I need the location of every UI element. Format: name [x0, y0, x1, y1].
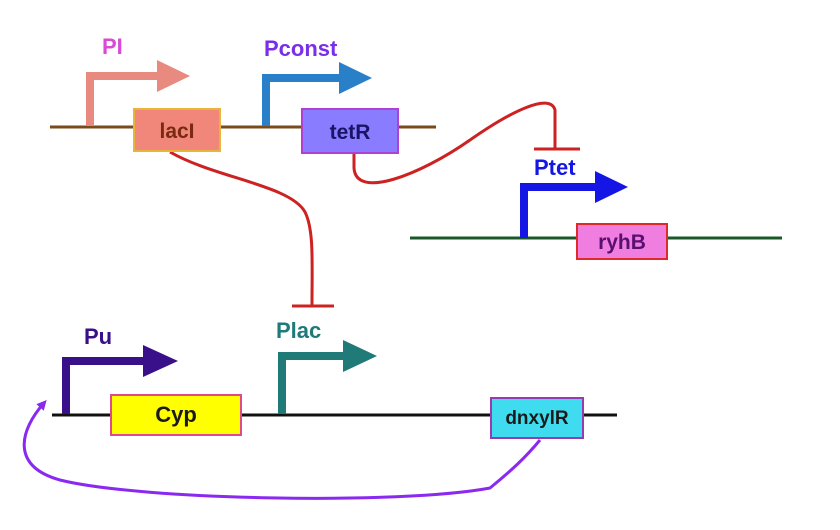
pi-arrowhead-icon: [157, 60, 190, 92]
cyp-box: [110, 394, 242, 436]
pu-label: Pu: [84, 324, 112, 349]
promoter-ptet: Ptet: [520, 155, 628, 238]
plac-arrowhead-icon: [343, 340, 377, 372]
tetr-repression-line: [352, 101, 557, 185]
pconst-arrowhead-icon: [339, 62, 372, 94]
laci-label: lacI: [159, 120, 194, 143]
pu-promoter-arrow-icon: [62, 357, 146, 414]
laci-repression-line: [169, 150, 314, 306]
promoter-pu: Pu: [62, 324, 178, 414]
promoter-plac: Plac: [276, 318, 377, 414]
gene-ryhb: ryhB: [576, 223, 668, 260]
tetr-box: [301, 108, 399, 154]
plac-label: Plac: [276, 318, 321, 343]
gene-dnxylr: dnxylR: [490, 397, 584, 439]
ryhb-box: [576, 223, 668, 260]
ptet-promoter-arrow-icon: [520, 183, 598, 238]
gene-cyp: Cyp: [110, 394, 242, 436]
promoter-pi: PI: [86, 34, 190, 126]
ryhb-label: ryhB: [598, 231, 646, 254]
plac-promoter-arrow-icon: [278, 352, 346, 414]
pconst-label: Pconst: [264, 36, 338, 61]
pu-arrowhead-icon: [143, 345, 178, 377]
gene-tetr: tetR: [301, 108, 399, 154]
dnxylr-activation-line: [22, 400, 542, 500]
pconst-promoter-arrow-icon: [262, 74, 342, 126]
ptet-arrowhead-icon: [595, 171, 628, 203]
laci-box: [133, 108, 221, 152]
promoter-pconst: Pconst: [262, 36, 372, 126]
tetr-label: tetR: [330, 121, 371, 144]
dnxylr-label: dnxylR: [505, 408, 569, 429]
ptet-label: Ptet: [534, 155, 576, 180]
gene-laci: lacI: [133, 108, 221, 152]
pi-label: PI: [102, 34, 123, 59]
dnxylr-box: [490, 397, 584, 439]
cyp-label: Cyp: [155, 402, 197, 427]
pi-promoter-arrow-icon: [86, 72, 160, 126]
